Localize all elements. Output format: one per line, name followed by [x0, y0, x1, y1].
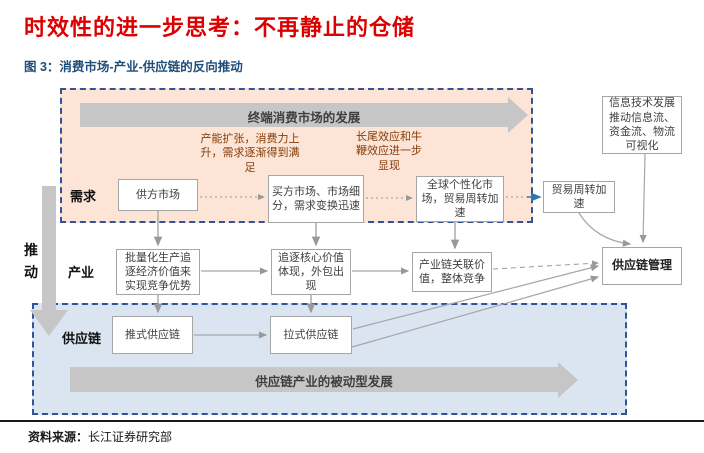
node-pull-supply-chain: 拉式供应链 [270, 316, 352, 354]
row-label-supply-chain: 供应链 [62, 331, 102, 346]
connector-chainvalue-to-scm [492, 260, 599, 270]
push-arrow-shaft [42, 186, 56, 310]
node-supply-chain-management: 供应链管理 [602, 247, 682, 285]
node-batch-production: 批量化生产追逐经济价值来实现竞争优势 [116, 249, 200, 295]
arrow-head-icon [558, 361, 578, 398]
passive-development-arrow: 供应链产业的被动型发展 [70, 359, 578, 400]
source-line: 资料来源：长江证券研究部 [28, 428, 172, 445]
page-title: 时效性的进一步思考：不再静止的仓储 [24, 15, 416, 40]
source-label: 资料来源： [28, 430, 89, 444]
node-trade-turnover: 贸易周转加速 [543, 181, 615, 213]
node-chain-value: 产业链关联价值，整体竞争 [412, 252, 492, 292]
push-arrow-head-icon [30, 310, 68, 336]
footer-divider [0, 420, 704, 422]
node-it-development: 信息技术发展推动信息流、资金流、物流可视化 [602, 96, 682, 154]
figure-caption: 图 3：消费市场-产业-供应链的反向推动 [24, 60, 243, 74]
arrow-shaft [80, 103, 508, 127]
market-development-arrow: 终端消费市场的发展 [80, 95, 528, 136]
connector-trade-to-scm [578, 212, 632, 247]
node-global-market: 全球个性化市场，贸易周转加速 [416, 176, 504, 222]
annotation-capacity-expansion: 产能扩张，消费力上升，需求逐渐得到满足 [200, 133, 300, 174]
node-buyer-market: 买方市场、市场细分，需求变换迅速 [268, 175, 364, 223]
source-value: 长江证券研究部 [88, 430, 173, 444]
bottom-arrow-label: 供应链产业的被动型发展 [255, 375, 393, 389]
node-core-value: 追逐核心价值体现，外包出现 [271, 249, 351, 295]
push-arrow-label: 推动 [24, 242, 38, 280]
annotation-long-tail-effect: 长尾效应和牛鞭效应进一步显现 [356, 131, 422, 172]
node-push-supply-chain: 推式供应链 [112, 316, 193, 354]
row-label-demand: 需求 [70, 189, 97, 204]
node-supplier-market: 供方市场 [118, 179, 198, 211]
connector-it-to-scm [639, 153, 647, 244]
top-arrow-label: 终端消费市场的发展 [247, 111, 361, 125]
arrow-head-icon [508, 97, 528, 133]
row-label-industry: 产业 [68, 265, 95, 280]
arrow-shaft [70, 367, 558, 392]
